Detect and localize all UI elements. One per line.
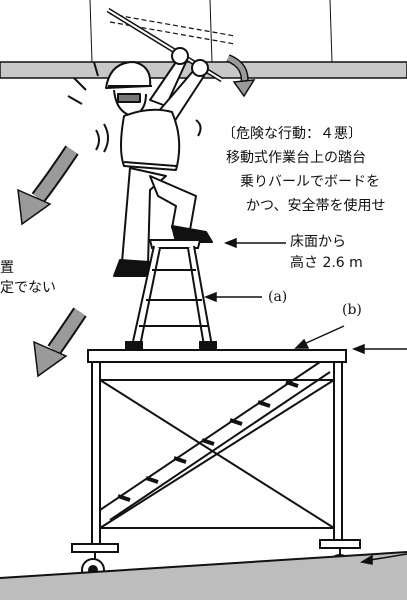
label-b: (b) xyxy=(342,302,362,318)
bar-motion-arrow xyxy=(226,54,256,98)
caption-line-3: 乗りバールでボードを xyxy=(240,174,380,190)
stepladder xyxy=(125,239,217,351)
ceiling xyxy=(0,0,407,79)
height-note-line-1: 床面から xyxy=(290,234,346,250)
floor xyxy=(0,551,407,600)
height-note-line-2: 高さ 2.6 m xyxy=(290,255,363,271)
fall-arrow-upper xyxy=(17,145,79,226)
mobile-scaffold xyxy=(71,349,361,582)
fall-arrow-lower xyxy=(33,307,87,378)
pointer-lines xyxy=(203,237,407,565)
caption-line-1: 〔危険な行動：４悪〕 xyxy=(222,126,362,142)
worker-figure xyxy=(67,47,213,277)
label-a: (a) xyxy=(268,289,288,305)
left-note-line-2: 定でない xyxy=(0,280,56,296)
caption-line-4: かつ、安全帯を使用せ xyxy=(246,198,386,214)
caption-line-2: 移動式作業台上の踏台 xyxy=(226,150,366,166)
left-note-line-1: 置 xyxy=(0,260,14,276)
